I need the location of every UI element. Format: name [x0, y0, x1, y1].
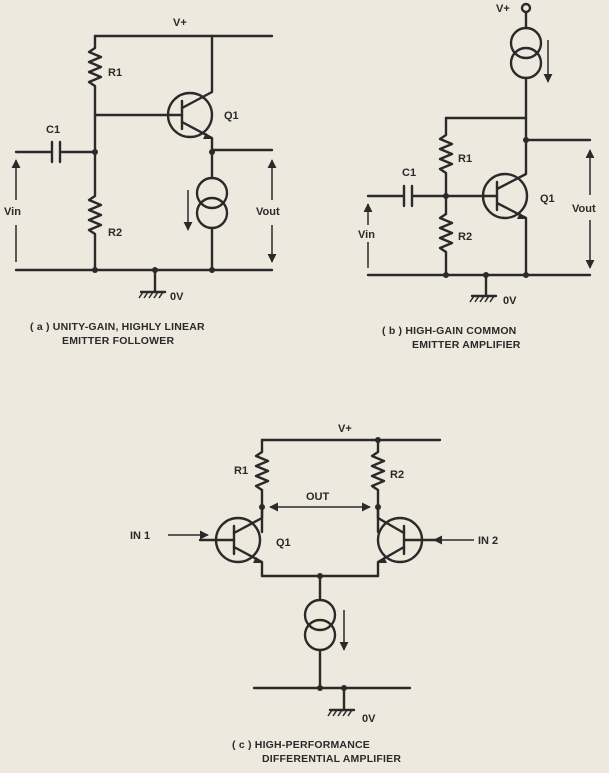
- c-q2-transistor: [376, 505, 442, 578]
- circuit-c: V+ R1 R2 OUT IN 1 Q1: [130, 423, 498, 765]
- b-vout-label: Vout: [572, 203, 596, 215]
- b-ground-label: 0V: [503, 295, 517, 307]
- a-vin-label: Vin: [4, 206, 21, 218]
- a-vout-label: Vout: [256, 206, 280, 218]
- b-r2-label: R2: [458, 231, 472, 243]
- b-vin-label: Vin: [358, 229, 375, 241]
- a-c1-label: C1: [46, 124, 60, 136]
- c-in1-label: IN 1: [130, 530, 150, 542]
- c-current-source: [303, 574, 337, 690]
- c-r2-label: R2: [390, 469, 404, 481]
- a-q1-transistor: [166, 34, 214, 152]
- b-current-source: [509, 10, 543, 142]
- a-ground-symbol: [138, 268, 167, 299]
- c-q1-label: Q1: [276, 537, 291, 549]
- c-q1-transistor: [198, 505, 264, 578]
- b-caption-line1: ( b ) HIGH-GAIN COMMON: [382, 325, 516, 337]
- a-current-source: [195, 148, 229, 272]
- c-caption-line1: ( c ) HIGH-PERFORMANCE: [232, 739, 370, 751]
- b-r2-resistor: [438, 194, 454, 277]
- c-out-label: OUT: [306, 491, 330, 503]
- c-ground-symbol: [327, 686, 356, 717]
- c-r2-resistor: [370, 438, 386, 534]
- c-r1-resistor: [254, 438, 270, 534]
- a-q1-label: Q1: [224, 110, 239, 122]
- a-caption-line1: ( a ) UNITY-GAIN, HIGHLY LINEAR: [30, 321, 205, 333]
- c-r1-label: R1: [234, 465, 248, 477]
- a-r2-label: R2: [108, 227, 122, 239]
- b-ground-node-1: [443, 272, 449, 278]
- b-q1-label: Q1: [540, 193, 555, 205]
- a-ground-label: 0V: [170, 291, 184, 303]
- a-c1-capacitor: [14, 140, 97, 164]
- c-ground-label: 0V: [362, 713, 376, 725]
- c-in2-label: IN 2: [478, 535, 498, 547]
- b-q1-transistor: [481, 138, 529, 277]
- b-r1-resistor: [438, 116, 454, 198]
- circuit-b: V+ R1 R2 C1 Q1: [358, 2, 596, 351]
- circuit-a: V+ R1 Q1 R2 C1 Vin: [4, 17, 280, 347]
- c-vplus-label: V+: [338, 423, 352, 435]
- b-vplus-label: V+: [496, 3, 510, 15]
- b-ground-symbol: [469, 273, 498, 303]
- b-caption-line2: EMITTER AMPLIFIER: [412, 339, 521, 351]
- a-r1-resistor: [87, 34, 103, 117]
- b-c1-capacitor: [366, 184, 487, 208]
- b-c1-label: C1: [402, 167, 416, 179]
- a-ground-node-1: [92, 267, 98, 273]
- a-r1-label: R1: [108, 67, 122, 79]
- a-caption-line2: EMITTER FOLLOWER: [62, 335, 174, 347]
- b-r1-label: R1: [458, 153, 472, 165]
- c-caption-line2: DIFFERENTIAL AMPLIFIER: [262, 753, 401, 765]
- a-vplus-label: V+: [173, 17, 187, 29]
- c-ground-node-1: [317, 685, 323, 691]
- b-ground-node-3: [523, 272, 529, 278]
- a-ground-node-3: [209, 267, 215, 273]
- a-r2-resistor: [87, 113, 103, 272]
